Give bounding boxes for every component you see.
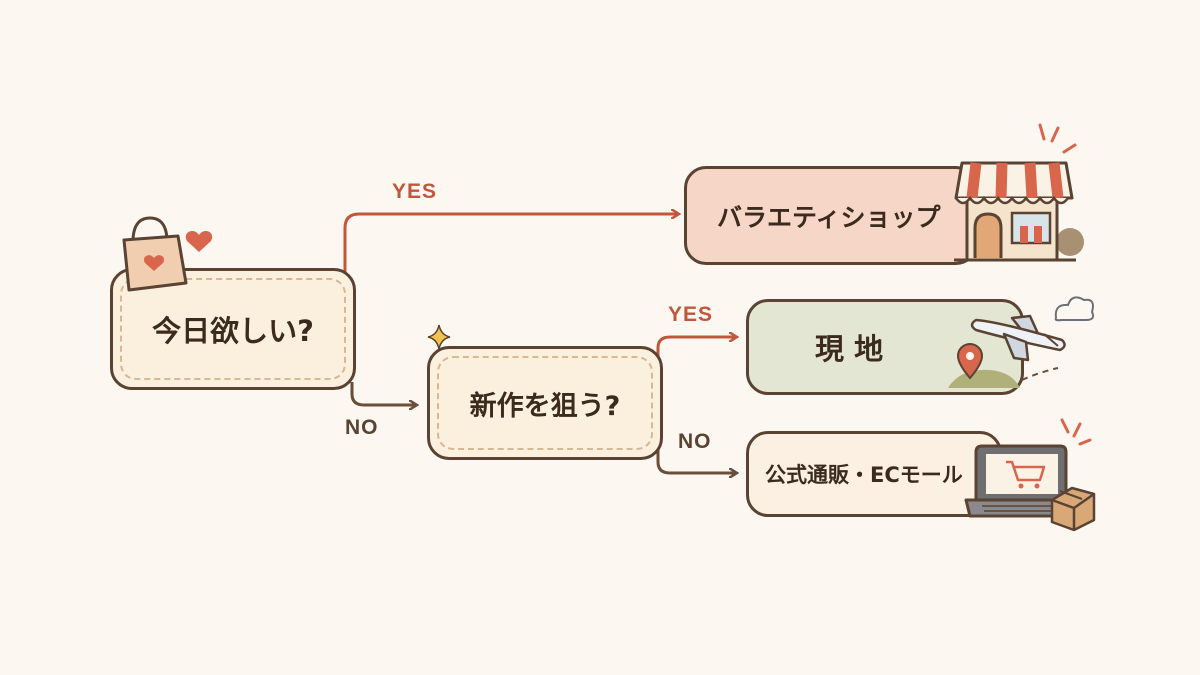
arrow-question-yes [656,337,736,360]
map-pin-icon [948,343,1059,388]
shopping-bag-icon [122,216,188,292]
sparkle-icon [427,324,451,350]
start-node: 今日欲しい? [110,268,356,390]
laptop-cart-icon [964,418,1092,518]
arrow-start-no [350,382,416,405]
variety-shop-label: バラエティショップ [717,202,941,232]
edge-label-question-yes: YES [668,303,714,326]
question-node-label: 新作を狙う? [469,390,621,422]
edge-label-question-no: NO [678,430,712,453]
online-label: 公式通販・ECモール [765,463,963,487]
arrow-question-no [656,440,736,473]
airplane-icon [970,314,1066,362]
edge-label-start-yes: YES [392,180,438,203]
package-icon [1050,486,1096,532]
store-icon [954,123,1084,262]
variety-shop-node: バラエティショップ [684,166,978,265]
arrow-start-yes [343,214,678,272]
heart-icon [185,230,213,252]
cloud-icon [1054,296,1095,322]
local-label: 現 地 [815,332,884,366]
start-node-label: 今日欲しい? [152,314,314,348]
online-node: 公式通販・ECモール [746,431,1002,517]
edge-label-start-no: NO [345,416,379,439]
